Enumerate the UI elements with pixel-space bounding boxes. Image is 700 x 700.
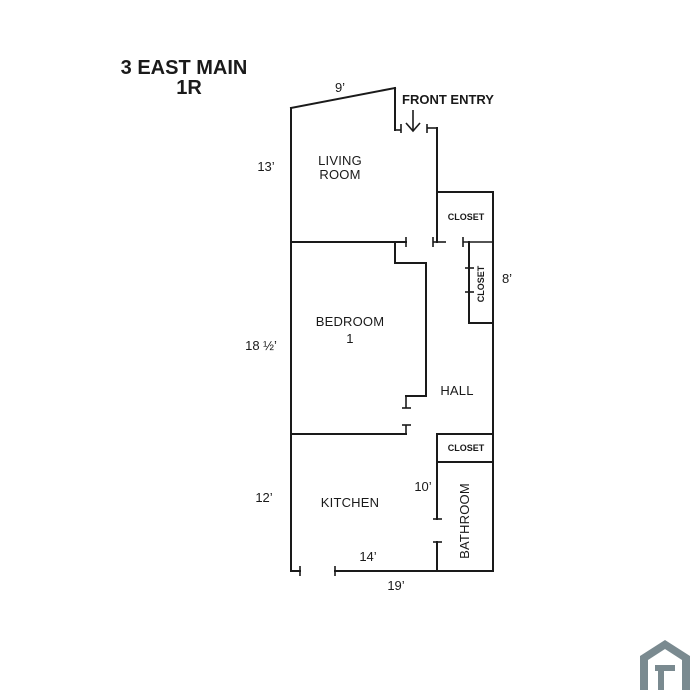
- bedroom-label-line1: BEDROOM: [316, 314, 385, 329]
- bathroom-label: BATHROOM: [457, 483, 472, 559]
- plan-title-line2: 1R: [176, 77, 202, 99]
- dim-living-width: 9’: [335, 80, 345, 95]
- living-bedroom-wall: [290, 191, 493, 247]
- dim-kitchen-width: 14’: [359, 549, 376, 564]
- living-room-label-line1: LIVING: [318, 153, 362, 168]
- side-closet: [465, 241, 494, 324]
- living-room-label-line2: ROOM: [319, 167, 360, 182]
- dim-kitchen-height: 12’: [255, 490, 272, 505]
- closet-side-label: CLOSET: [476, 265, 486, 302]
- dim-bath-height: 10’: [414, 479, 431, 494]
- dim-bedroom-height: 18 ½’: [245, 338, 277, 353]
- kitchen-door: [299, 566, 336, 576]
- house-outline-icon: [640, 640, 690, 690]
- outer-walls: [289, 86, 494, 572]
- front-entry-door: [396, 124, 437, 133]
- bedroom-label-line2: 1: [346, 331, 353, 346]
- plan-title-line1: 3 EAST MAIN: [121, 57, 248, 79]
- down-arrow-icon: [405, 110, 421, 133]
- front-entry-label: FRONT ENTRY: [402, 92, 494, 107]
- kitchen-label: KITCHEN: [321, 495, 379, 510]
- bathroom-walls: [433, 433, 494, 572]
- closet-top-label: CLOSET: [448, 212, 485, 222]
- dim-living-height: 13’: [257, 159, 274, 174]
- hall-label: HALL: [440, 383, 473, 398]
- bedroom-inner-walls: [394, 241, 427, 409]
- closet-lower-label: CLOSET: [448, 443, 485, 453]
- dim-overall-width: 19’: [387, 578, 404, 593]
- bedroom-kitchen-wall: [290, 424, 411, 435]
- dim-closet-side: 8’: [502, 271, 512, 286]
